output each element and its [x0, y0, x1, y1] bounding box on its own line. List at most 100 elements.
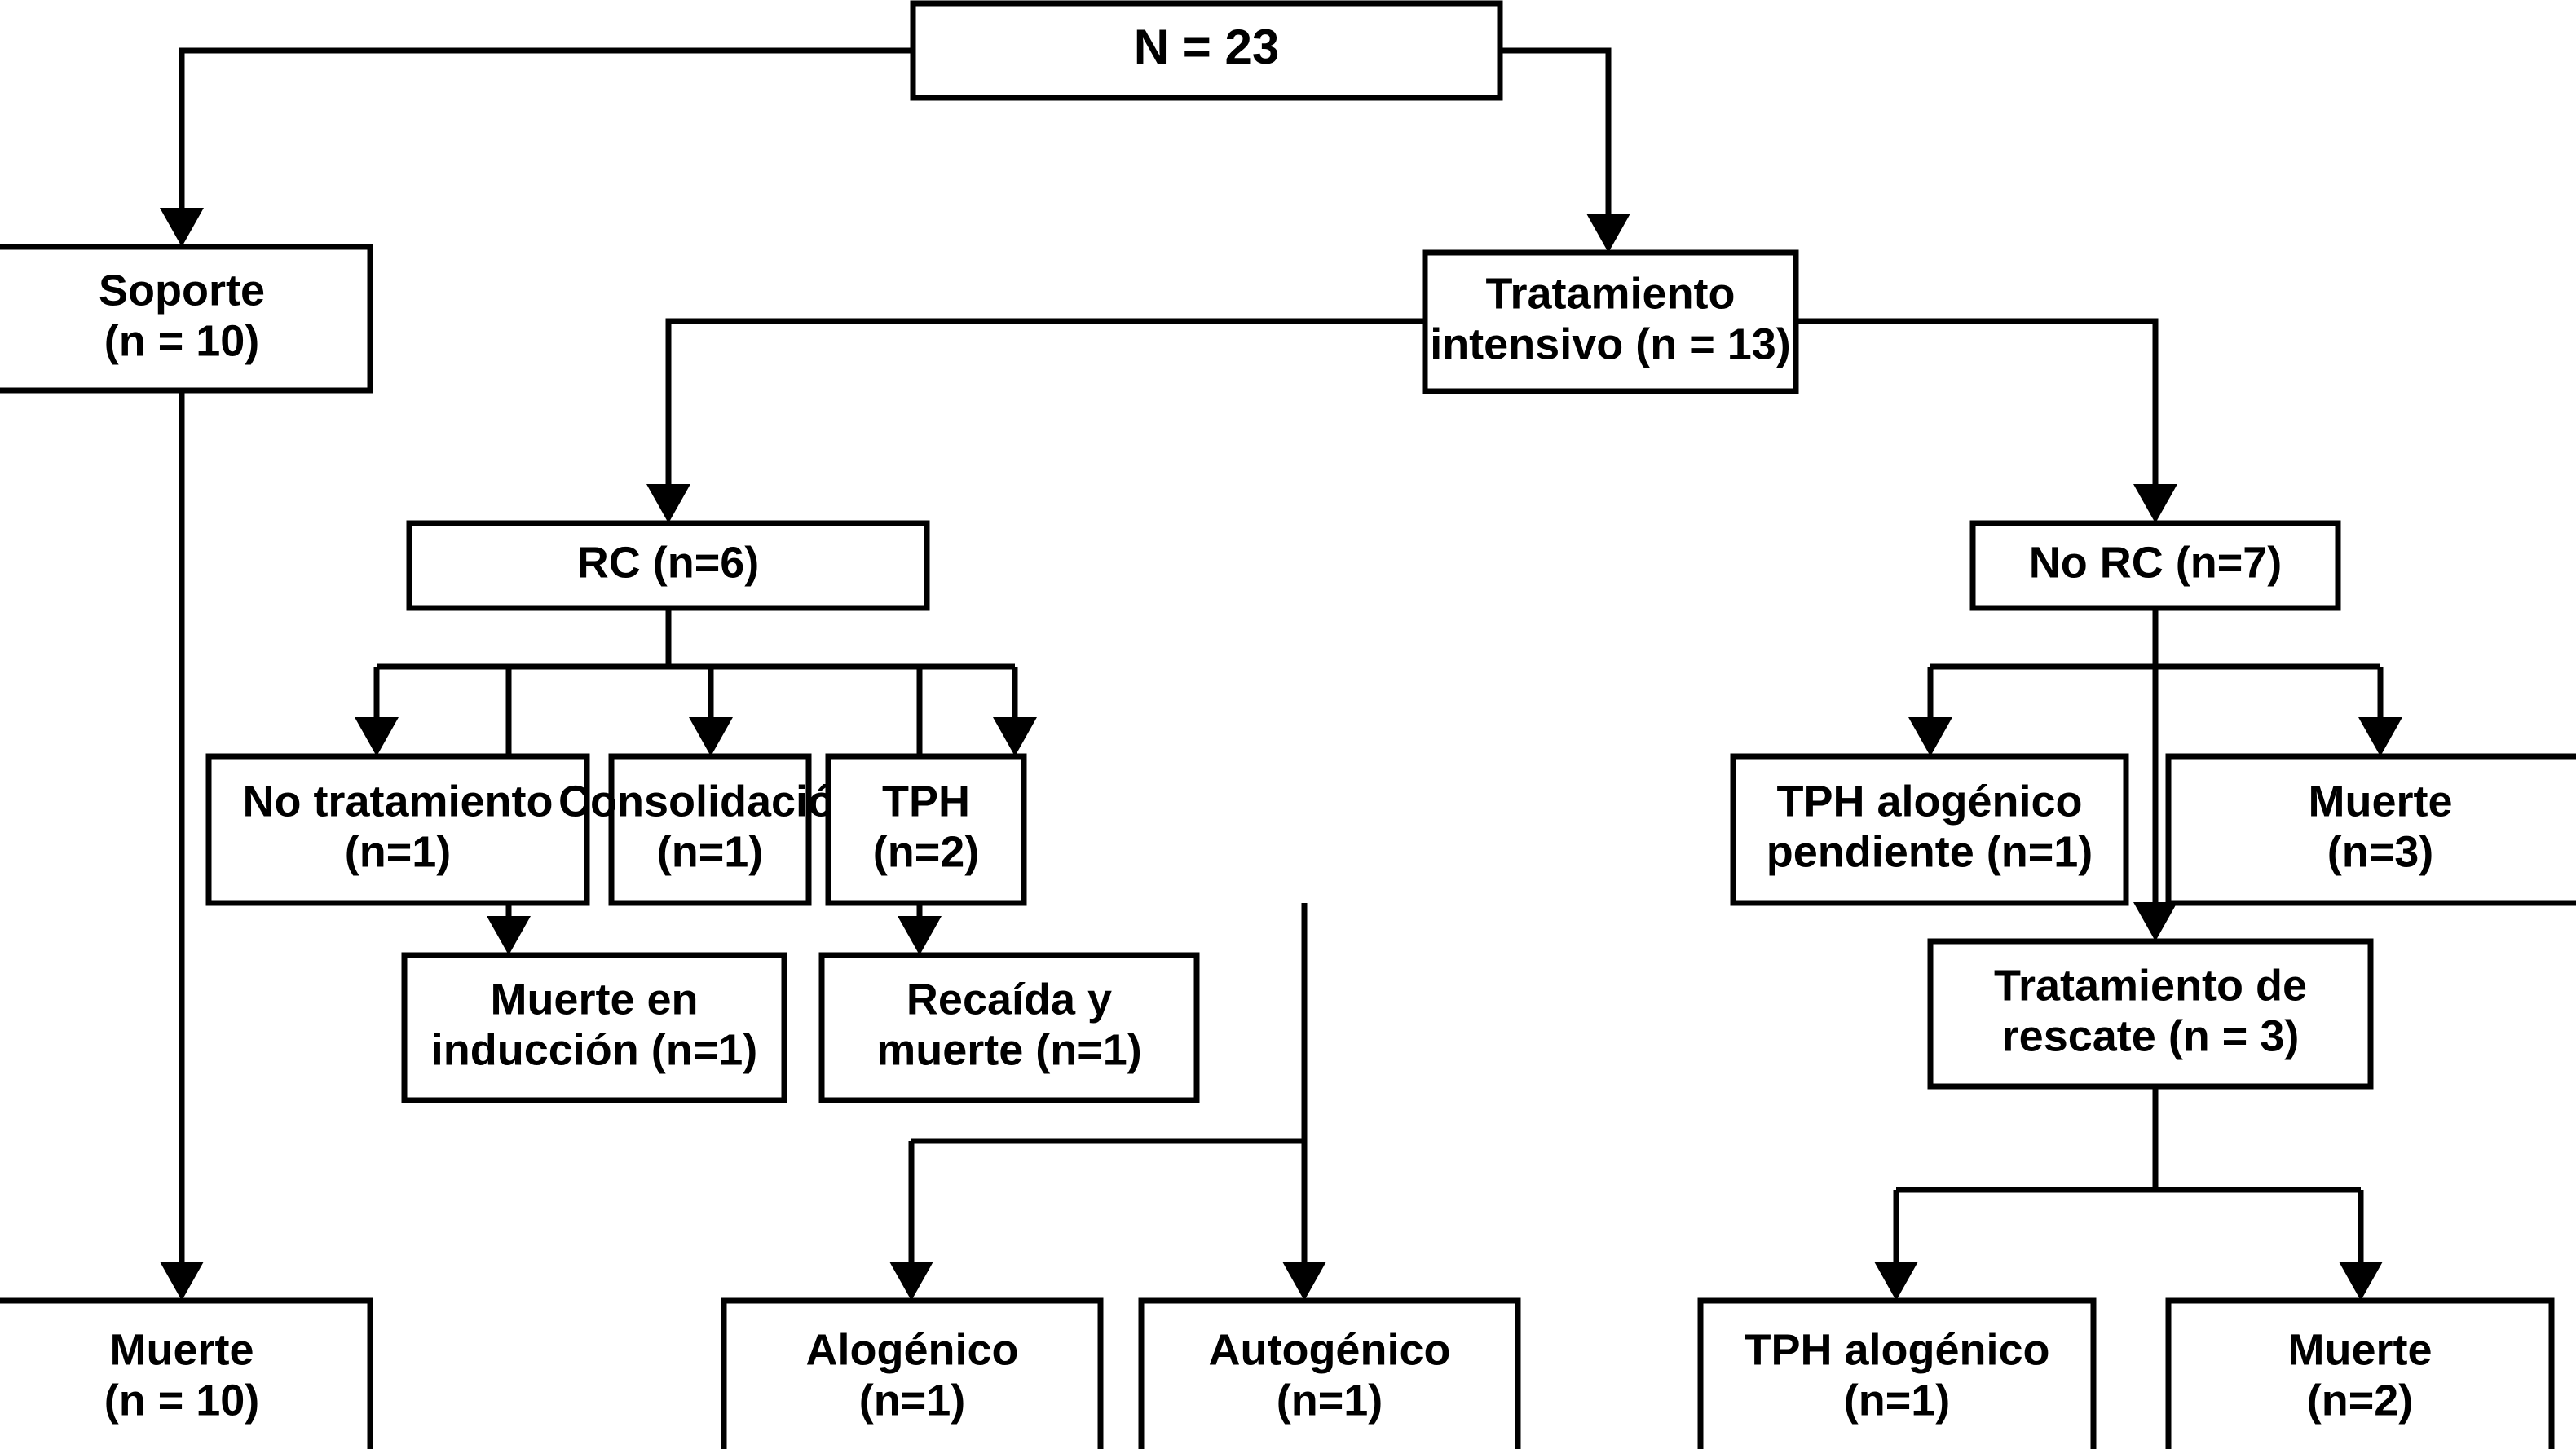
arrow-head-icon	[2358, 717, 2402, 756]
node-consolidacion[interactable]: Consolidación(n=1)	[558, 753, 862, 906]
arrow-head-icon	[1586, 214, 1630, 253]
node-label-line: No tratamiento	[242, 777, 553, 826]
node-label-line: rescate (n = 3)	[2002, 1011, 2300, 1060]
node-tph_alogenico_1[interactable]: TPH alogénico(n=1)	[1697, 1297, 2097, 1449]
node-label-line: Muerte	[2308, 777, 2452, 826]
node-label-line: Alogénico	[805, 1325, 1018, 1374]
node-label-line: (n=1)	[859, 1376, 966, 1425]
connector-rescate-to-muerte2	[2339, 1190, 2383, 1301]
node-muerte_3[interactable]: Muerte(n=3)	[2165, 753, 2576, 906]
arrow-head-icon	[2339, 1262, 2383, 1301]
node-box[interactable]	[0, 244, 373, 394]
node-box[interactable]	[1730, 753, 2129, 906]
node-label-line: Muerte	[109, 1325, 254, 1374]
node-box[interactable]	[608, 753, 812, 906]
edge-layer	[160, 47, 2402, 1301]
connector-tratamiento-to-rc	[646, 318, 1425, 523]
node-label-line: No RC (n=7)	[2029, 538, 2283, 587]
node-box[interactable]	[401, 952, 787, 1103]
node-box[interactable]	[1969, 520, 2341, 611]
node-label-line: Tratamiento	[1485, 269, 1735, 318]
node-label-line: (n=1)	[1277, 1376, 1383, 1425]
connector-rc-to-consolidacion	[689, 667, 733, 756]
node-label-line: N = 23	[1134, 20, 1279, 74]
node-label-line: (n=1)	[345, 827, 452, 876]
connector-line	[179, 47, 913, 230]
node-label-line: Muerte	[2287, 1325, 2432, 1374]
connector-soporte-to-muerte10	[160, 390, 204, 1301]
node-box[interactable]	[1927, 938, 2374, 1090]
node-muerte_10[interactable]: Muerte(n = 10)	[0, 1297, 373, 1449]
connector-rescate-to-tphalogenico	[1874, 1190, 1918, 1301]
node-box[interactable]	[1422, 249, 1799, 394]
node-alogenico[interactable]: Alogénico(n=1)	[721, 1297, 1104, 1449]
connector-rc-to-notratamiento	[355, 667, 399, 756]
arrow-head-icon	[160, 1262, 204, 1301]
node-box[interactable]	[406, 520, 930, 611]
node-box[interactable]	[1697, 1297, 2097, 1449]
connector-root-to-soporte	[160, 47, 913, 247]
connector-norc-to-rescate	[2133, 667, 2177, 941]
arrow-head-icon	[646, 484, 690, 523]
node-label-line: pendiente (n=1)	[1767, 827, 2093, 876]
node-label-line: intensivo (n = 13)	[1430, 319, 1791, 368]
node-label-line: (n = 10)	[104, 1376, 260, 1425]
node-no_rc[interactable]: No RC (n=7)	[1969, 520, 2341, 611]
node-label-line: (n=2)	[2307, 1376, 2414, 1425]
node-box[interactable]	[818, 952, 1200, 1103]
arrow-head-icon	[1282, 1262, 1326, 1301]
node-autogenico[interactable]: Autogénico(n=1)	[1138, 1297, 1521, 1449]
connector-norc-to-tphpendiente	[1908, 667, 1952, 756]
node-label-line: TPH alogénico	[1744, 1325, 2049, 1374]
connector-norc-to-muerte3	[2358, 667, 2402, 756]
node-box[interactable]	[0, 1297, 373, 1449]
arrow-head-icon	[2133, 902, 2177, 941]
node-label-line: (n=1)	[1844, 1376, 1951, 1425]
node-box[interactable]	[1138, 1297, 1521, 1449]
connector-rc-to-tph	[993, 667, 1037, 756]
connector-root-to-tratamiento	[1500, 47, 1630, 253]
node-label-line: Tratamiento de	[1994, 961, 2307, 1010]
node-box[interactable]	[2165, 1297, 2555, 1449]
node-box[interactable]	[205, 753, 590, 906]
connector-tratamiento-to-norc	[1796, 318, 2177, 523]
arrow-head-icon	[2133, 484, 2177, 523]
node-box[interactable]	[910, 0, 1503, 101]
node-root[interactable]: N = 23	[910, 0, 1503, 101]
connector-line	[665, 318, 1425, 506]
arrow-head-icon	[487, 916, 531, 955]
node-label-line: Consolidación	[558, 777, 862, 826]
node-muerte_2[interactable]: Muerte(n=2)	[2165, 1297, 2555, 1449]
node-tph[interactable]: TPH(n=2)	[825, 753, 1027, 906]
node-label-line: (n=3)	[2327, 827, 2434, 876]
connector-line	[1500, 47, 1612, 236]
connector-tph-to-autogenico	[1282, 1141, 1326, 1301]
node-label-line: inducción (n=1)	[431, 1025, 758, 1074]
node-label-line: Soporte	[99, 266, 265, 315]
node-label-line: RC (n=6)	[577, 538, 760, 587]
connector-tph-to-alogenico	[889, 1141, 933, 1301]
node-box[interactable]	[2165, 753, 2576, 906]
node-box[interactable]	[721, 1297, 1104, 1449]
node-box[interactable]	[825, 753, 1027, 906]
node-label-line: TPH alogénico	[1776, 777, 2082, 826]
arrow-head-icon	[889, 1262, 933, 1301]
node-no_tratamiento[interactable]: No tratamiento(n=1)	[205, 753, 590, 906]
node-label-line: (n=1)	[657, 827, 764, 876]
arrow-head-icon	[160, 208, 204, 247]
node-rc[interactable]: RC (n=6)	[406, 520, 930, 611]
arrow-head-icon	[993, 717, 1037, 756]
arrow-head-icon	[689, 717, 733, 756]
node-label-line: Muerte en	[490, 975, 698, 1024]
node-soporte[interactable]: Soporte(n = 10)	[0, 244, 373, 394]
arrow-head-icon	[1874, 1262, 1918, 1301]
node-label-line: TPH	[882, 777, 970, 826]
arrow-head-icon	[355, 717, 399, 756]
